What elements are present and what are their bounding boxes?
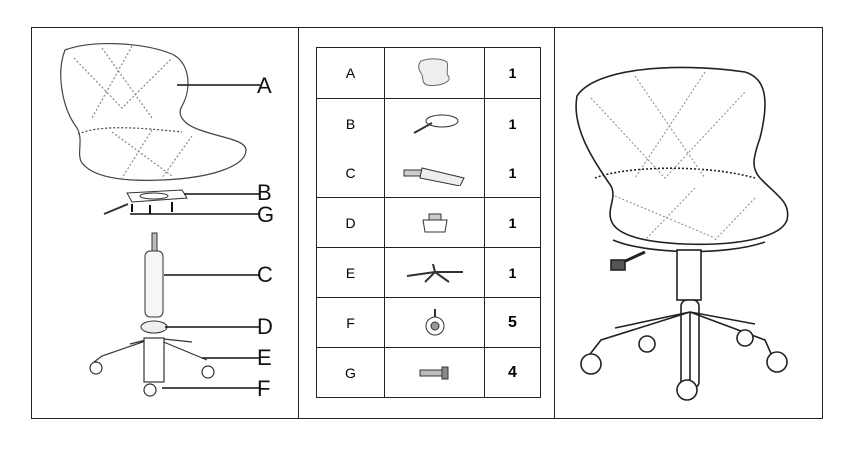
callout-f: F <box>257 376 270 401</box>
part-qty: 1 <box>484 197 541 248</box>
cover-icon <box>421 213 448 232</box>
screw-icon <box>419 366 448 379</box>
divider-left <box>298 27 299 419</box>
part-qty: 1 <box>508 164 517 181</box>
exploded-diagram: A B G C D E F <box>60 43 274 401</box>
table-row: D 1 <box>316 197 541 248</box>
part-letter: E <box>316 247 385 298</box>
gas-lift-drawing <box>144 232 164 318</box>
caster-icon <box>425 308 444 335</box>
part-letter: D <box>316 197 385 248</box>
part-image-pair <box>384 98 485 198</box>
mechanism-plate-icon <box>413 114 458 134</box>
assembled-chair <box>575 66 789 401</box>
part-image <box>384 47 485 99</box>
part-letter: A <box>316 47 385 99</box>
plate-drawing <box>103 189 188 215</box>
callout-a: A <box>257 73 272 98</box>
callout-d: D <box>257 314 273 339</box>
callout-c: C <box>257 262 273 287</box>
cover-drawing <box>140 320 168 334</box>
part-image <box>384 347 485 398</box>
seat-shell-drawing <box>60 43 247 181</box>
part-letter: C <box>345 164 356 181</box>
table-row: E 1 <box>316 247 541 298</box>
part-letter: F <box>316 297 385 348</box>
part-qty: 1 <box>484 247 541 298</box>
callout-g: G <box>257 202 274 227</box>
part-qty: 5 <box>484 297 541 348</box>
table-row: G 4 <box>316 347 541 398</box>
table-row: F 5 <box>316 297 541 348</box>
part-qty: 1 <box>508 115 517 132</box>
gas-lift-icon <box>403 166 465 186</box>
seat-shell-icon <box>417 58 450 86</box>
part-letter: G <box>316 347 385 398</box>
part-image <box>384 297 485 348</box>
table-row: A 1 <box>316 47 541 99</box>
callout-e: E <box>257 345 272 370</box>
star-base-icon <box>406 263 463 283</box>
part-letter: B <box>345 115 356 132</box>
part-image <box>384 197 485 248</box>
figure-frame <box>31 27 823 419</box>
callout-b: B <box>257 180 272 205</box>
part-qty: 4 <box>484 347 541 398</box>
part-image <box>384 247 485 298</box>
divider-right <box>554 27 555 419</box>
part-qty: 1 <box>484 47 541 99</box>
leader-lines <box>130 84 260 389</box>
base-drawing <box>89 337 215 397</box>
